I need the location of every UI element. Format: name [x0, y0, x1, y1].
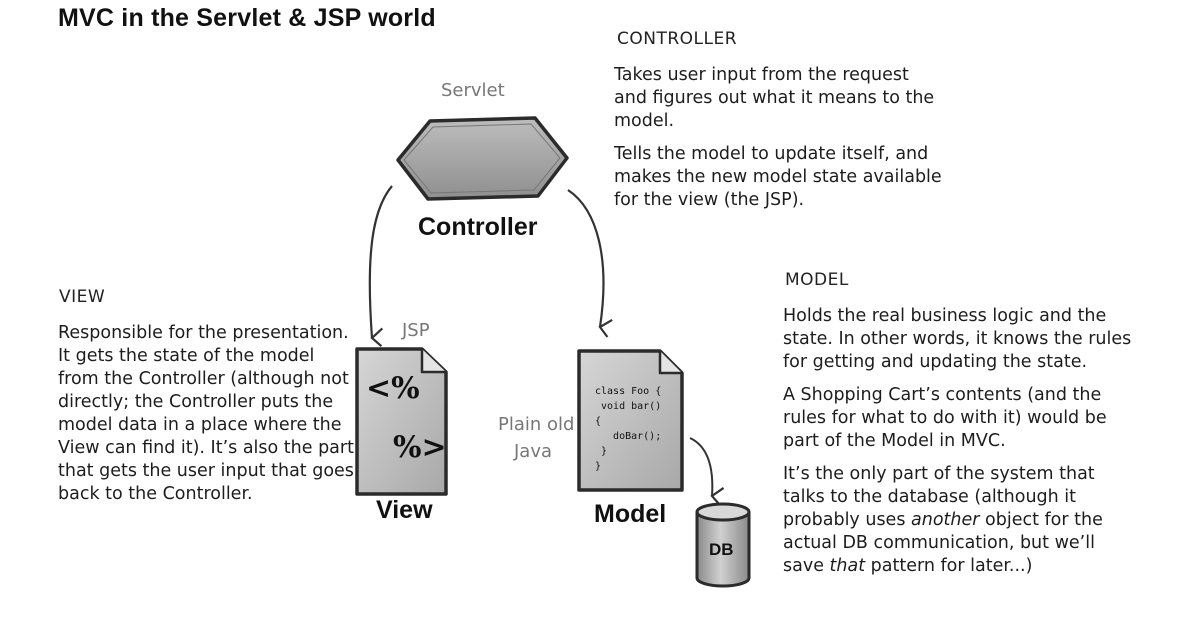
arrow-model-to-db: [689, 437, 725, 507]
view-description: Responsible for the presentation. It get…: [58, 323, 354, 504]
servlet-label: Servlet: [441, 80, 505, 101]
view-heading: VIEW: [59, 287, 106, 307]
model-page-icon: [577, 349, 684, 492]
model-paragraph-1: Holds the real business logic and the st…: [783, 306, 1132, 372]
model-code-snippet: class Foo { void bar() { doBar(); } }: [595, 386, 662, 472]
model-paragraph-2: A Shopping Cart’s contents (and the rule…: [783, 385, 1107, 451]
arrow-controller-to-view: [368, 185, 393, 347]
db-cylinder-icon: [695, 502, 751, 588]
view-page-close-tag: %>: [393, 430, 447, 465]
db-label: DB: [709, 540, 734, 559]
page-title: MVC in the Servlet & JSP world: [58, 4, 436, 32]
controller-paragraph-2: Tells the model to update itself, and ma…: [614, 144, 942, 210]
controller-description: Takes user input from the request and fi…: [614, 64, 944, 222]
model-description: Holds the real business logic and the st…: [783, 305, 1133, 588]
jsp-label: JSP: [402, 320, 430, 341]
model-paragraph-3: It’s the only part of the system that ta…: [783, 464, 1103, 576]
view-page-icon: [355, 347, 448, 496]
view-page-open-tag: <%: [366, 371, 420, 406]
arrow-controller-to-model: [567, 189, 613, 338]
controller-paragraph-1: Takes user input from the request and fi…: [614, 65, 935, 131]
emphasis-another: another: [911, 510, 980, 530]
model-heading: MODEL: [785, 270, 849, 290]
model-label: Model: [594, 500, 667, 528]
plain-old-java-label-line1: Plain old: [498, 414, 575, 435]
view-label: View: [376, 496, 433, 524]
controller-label: Controller: [418, 213, 538, 241]
emphasis-that: that: [829, 556, 866, 576]
plain-old-java-label-line2: Java: [514, 441, 553, 462]
controller-heading: CONTROLLER: [617, 29, 738, 49]
controller-hexagon: [396, 116, 569, 201]
